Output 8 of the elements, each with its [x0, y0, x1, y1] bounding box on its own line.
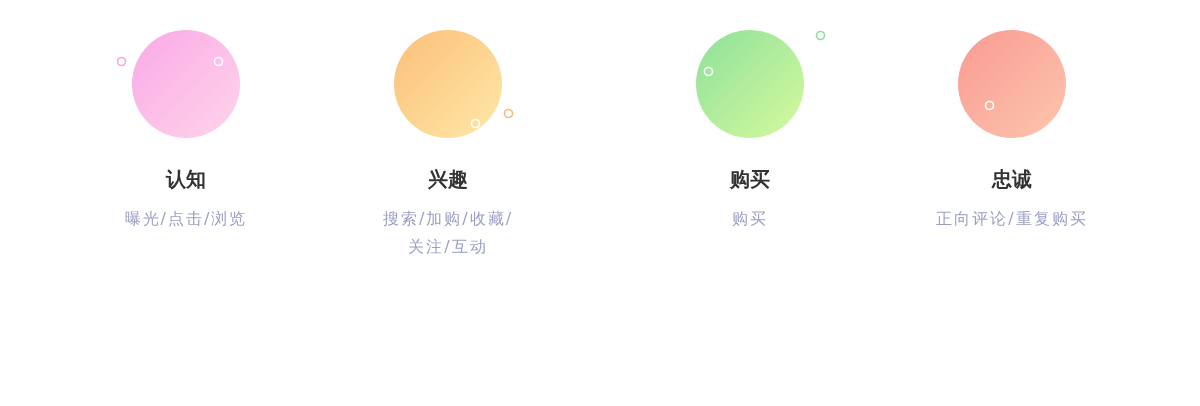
stage-title: 购买 — [730, 166, 770, 193]
stage-title: 忠诚 — [992, 166, 1032, 193]
stage-title: 认知 — [166, 166, 206, 193]
stage-description: 购买 — [731, 208, 769, 230]
stage-title: 兴趣 — [428, 166, 468, 193]
stage-description: 搜索/加购/收藏/关注/互动 — [381, 208, 515, 258]
stage-description: 正向评论/重复购买 — [935, 208, 1089, 230]
stage-description: 曝光/点击/浏览 — [123, 208, 249, 230]
